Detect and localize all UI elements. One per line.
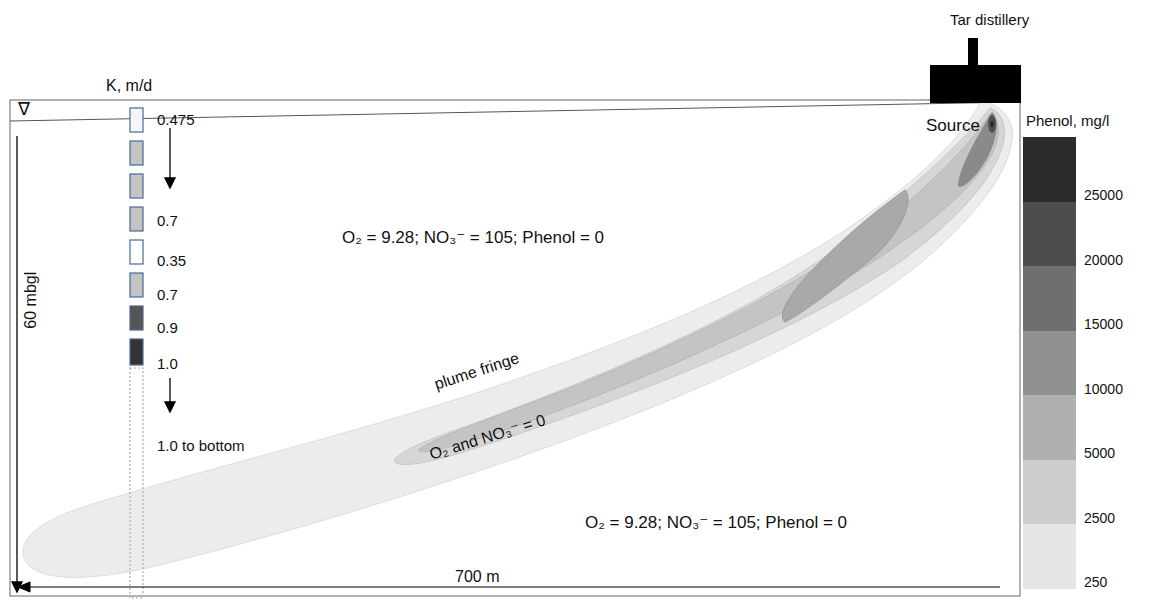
plume-2500-zone	[395, 108, 1005, 465]
distillery-building	[930, 65, 1021, 103]
length-label: 700 m	[455, 568, 499, 586]
legend-value: 2500	[1084, 510, 1115, 526]
k-value: 0.475	[157, 111, 195, 128]
legend-swatch	[1023, 202, 1076, 267]
legend-value: 15000	[1084, 316, 1123, 332]
plume-fringe-zone	[23, 100, 1012, 577]
k-value: 1.0	[157, 355, 178, 372]
building-label: Tar distillery	[950, 11, 1029, 28]
plume-10000-zone	[782, 190, 908, 322]
plume-5000-zone	[418, 114, 998, 452]
k-value: 0.9	[157, 319, 178, 336]
chemistry-note: O₂ = 9.28; NO₃⁻ = 105; Phenol = 0	[585, 513, 847, 533]
legend-swatch	[1023, 137, 1076, 202]
legend-title: Phenol, mg/l	[1026, 112, 1109, 129]
legend-swatch	[1023, 266, 1076, 331]
legend-value: 10000	[1084, 381, 1123, 397]
legend-value: 5000	[1084, 445, 1115, 461]
legend-value: 250	[1084, 574, 1107, 590]
chimney	[968, 38, 978, 66]
k-value: 1.0 to bottom	[157, 437, 245, 454]
depth-arrow	[12, 136, 22, 592]
legend-value: 20000	[1084, 252, 1123, 268]
legend-swatch	[1023, 395, 1076, 460]
k-value: 0.7	[157, 212, 178, 229]
legend-value: 25000	[1084, 187, 1123, 203]
legend-swatch	[1023, 460, 1076, 525]
k-value: 0.35	[157, 252, 186, 269]
legend-swatch	[1023, 331, 1076, 396]
length-arrow	[18, 582, 1000, 592]
source-label: Source	[926, 116, 980, 136]
section-frame	[10, 100, 1020, 596]
legend-swatch	[1023, 524, 1076, 589]
water-table-symbol: ∇	[18, 99, 30, 120]
plume-core-max	[991, 121, 994, 127]
chemistry-note: O₂ = 9.28; NO₃⁻ = 105; Phenol = 0	[342, 228, 604, 248]
k-value: 0.7	[157, 286, 178, 303]
axis-title: K, m/d	[106, 77, 152, 95]
depth-label: 60 mbgl	[22, 272, 40, 329]
k-column	[130, 108, 143, 598]
plume-core	[988, 115, 996, 133]
